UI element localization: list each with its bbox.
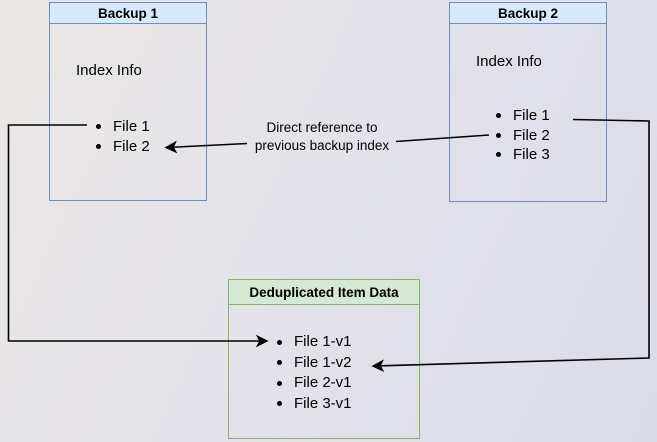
edge-annotation-label: Direct reference to previous backup inde… (232, 119, 412, 154)
file-label: File 3-v1 (294, 394, 352, 412)
file-label: File 2 (513, 126, 550, 144)
backup2-title: Backup 2 (497, 5, 559, 21)
bullet-icon (277, 360, 282, 366)
bullet-icon (496, 152, 501, 158)
backup1-file-list: File 1 File 2 (96, 117, 150, 156)
list-item: File 2-v1 (277, 373, 352, 394)
bullet-icon (277, 401, 282, 407)
bullet-icon (96, 124, 101, 130)
bullet-icon (96, 143, 101, 149)
backup1-header: Backup 1 (50, 3, 206, 24)
file-label: File 1 (113, 118, 150, 135)
list-item: File 3-v1 (277, 394, 352, 415)
backup1-index-info-label: Index Info (76, 62, 142, 79)
file-label: File 2-v1 (294, 374, 352, 391)
annotation-line-1: Direct reference to (266, 120, 378, 135)
list-item: File 1-v2 (277, 353, 352, 374)
bullet-icon (277, 380, 282, 386)
backup1-title: Backup 1 (97, 5, 159, 21)
backup2-header: Backup 2 (450, 3, 606, 24)
backup2-file-list: File 1 File 2 File 3 (496, 106, 550, 165)
backup2-index-info-label: Index Info (476, 53, 542, 70)
file-label: File 1-v2 (294, 353, 352, 371)
bullet-icon (496, 113, 501, 119)
list-item: File 1 (496, 106, 550, 126)
file-label: File 1 (513, 107, 550, 124)
dedup-header: Deduplicated Item Data (229, 280, 419, 305)
node-backup1: Backup 1 Index Info File 1 File 2 (49, 2, 207, 201)
bullet-icon (277, 339, 282, 345)
file-label: File 1-v1 (294, 333, 352, 350)
list-item: File 1-v1 (277, 332, 352, 353)
dedup-file-list: File 1-v1 File 1-v2 File 2-v1 File 3-v1 (277, 332, 352, 414)
node-backup2: Backup 2 Index Info File 1 File 2 File 3 (449, 2, 607, 202)
node-dedup-item-data: Deduplicated Item Data File 1-v1 File 1-… (228, 279, 420, 439)
list-item: File 2 (496, 126, 550, 146)
annotation-line-2: previous backup index (254, 137, 390, 153)
dedup-title: Deduplicated Item Data (249, 284, 399, 300)
bullet-icon (496, 132, 501, 138)
file-label: File 2 (113, 137, 150, 155)
list-item: File 3 (496, 145, 550, 165)
list-item: File 1 (96, 117, 150, 137)
file-label: File 3 (513, 146, 550, 163)
list-item: File 2 (96, 137, 150, 157)
